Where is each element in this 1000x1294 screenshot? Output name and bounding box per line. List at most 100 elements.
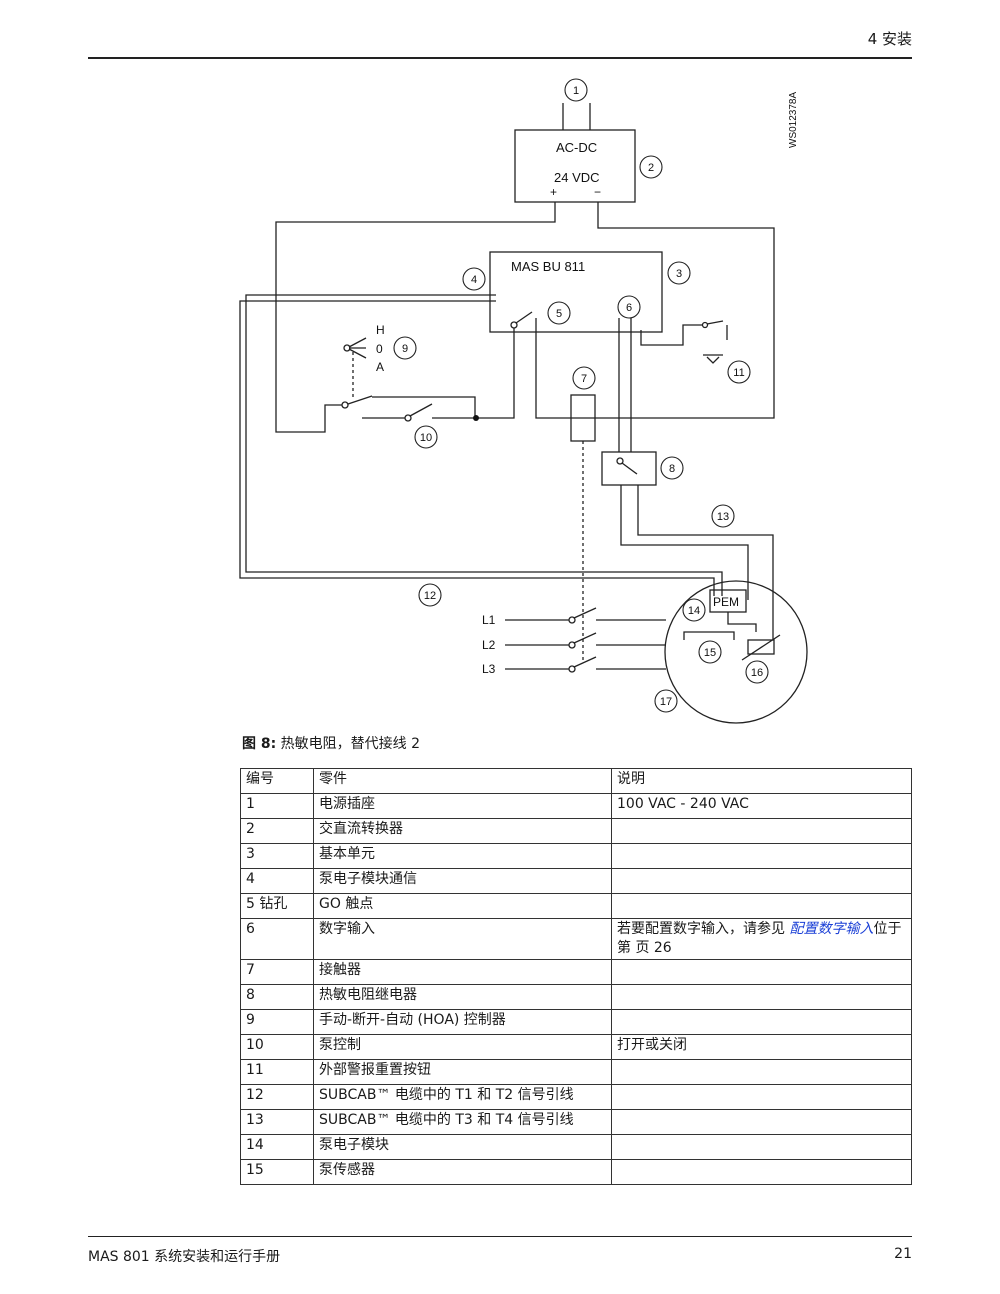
callout-12: 12 (424, 590, 436, 602)
caption-prefix: 图 8: (242, 736, 277, 752)
row-no: 3 (240, 843, 314, 869)
row-desc (611, 893, 912, 919)
row-no: 4 (240, 868, 314, 894)
section-header: 4 安装 (867, 30, 912, 48)
callout-10: 10 (420, 432, 432, 444)
row-part: 交直流转换器 (313, 818, 612, 844)
mas-label: MAS BU 811 (511, 259, 585, 274)
psu-minus: − (594, 185, 601, 199)
row-part: 数字输入 (313, 918, 612, 960)
header-part: 零件 (313, 768, 612, 794)
callout-5: 5 (556, 308, 562, 320)
page-number: 21 (894, 1246, 912, 1262)
hoa-a-label: A (376, 360, 384, 374)
thermistor-symbol (747, 639, 775, 655)
callout-14: 14 (688, 605, 700, 617)
row-part: 泵电子模块通信 (313, 868, 612, 894)
callout-11: 11 (733, 367, 744, 379)
thermistor-relay-box (601, 451, 657, 486)
hoa-h-label: H (376, 323, 385, 337)
row-desc (611, 1109, 912, 1135)
footer-rule (88, 1236, 912, 1237)
header-no: 编号 (240, 768, 314, 794)
row-no: 15 (240, 1159, 314, 1185)
row-desc (611, 984, 912, 1010)
figure-id: WS012378A (788, 92, 799, 148)
callout-16: 16 (751, 667, 763, 679)
callout-8: 8 (669, 463, 675, 475)
callout-1: 1 (573, 85, 579, 97)
caption-text: 热敏电阻，替代接线 2 (276, 736, 421, 752)
phase-l3-label: L3 (482, 662, 496, 676)
row-no: 12 (240, 1084, 314, 1110)
row-part: SUBCAB™ 电缆中的 T3 和 T4 信号引线 (313, 1109, 612, 1135)
table-header-row: 编号 零件 说明 (240, 768, 912, 794)
callout-7: 7 (581, 373, 587, 385)
row-no: 9 (240, 1009, 314, 1035)
callout-17: 17 (660, 696, 672, 708)
row-desc-page: 位于第 页 26 (617, 921, 902, 956)
row-desc-text: 若要配置数字输入，请参见 (617, 921, 790, 937)
psu-box (514, 129, 636, 203)
row-desc (611, 1009, 912, 1035)
psu-label: AC-DC (556, 140, 597, 155)
row-part: 基本单元 (313, 843, 612, 869)
callout-13: 13 (717, 511, 729, 523)
hoa-0-label: 0 (376, 342, 383, 356)
row-part: 外部警报重置按钮 (313, 1059, 612, 1085)
callout-9: 9 (402, 343, 408, 355)
row-no: 1 (240, 793, 314, 819)
callout-6: 6 (626, 302, 632, 314)
row-no: 10 (240, 1034, 314, 1060)
callout-2: 2 (648, 162, 654, 174)
row-no: 6 (240, 918, 314, 960)
row-no: 14 (240, 1134, 314, 1160)
callout-4: 4 (471, 274, 477, 286)
header-desc: 说明 (611, 768, 912, 794)
footer-title: MAS 801 系统安装和运行手册 (88, 1249, 281, 1265)
row-desc: 100 VAC - 240 VAC (611, 793, 912, 819)
row-no: 7 (240, 959, 314, 985)
pump-motor-circle (664, 580, 808, 724)
psu-voltage: 24 VDC (554, 170, 600, 185)
row-no: 2 (240, 818, 314, 844)
phase-l1-label: L1 (482, 613, 496, 627)
row-desc (611, 818, 912, 844)
row-desc (611, 959, 912, 985)
row-part: 泵传感器 (313, 1159, 612, 1185)
row-part: 泵电子模块 (313, 1134, 612, 1160)
callout-3: 3 (676, 268, 682, 280)
configure-digital-input-link[interactable]: 配置数字输入 (789, 921, 874, 937)
callout-15: 15 (704, 647, 716, 659)
row-desc (611, 1059, 912, 1085)
table-row: 6 数字输入 若要配置数字输入，请参见 配置数字输入位于第 页 26 (240, 918, 912, 960)
row-no: 11 (240, 1059, 314, 1085)
pem-label: PEM (713, 595, 739, 609)
row-part: 热敏电阻继电器 (313, 984, 612, 1010)
row-desc (611, 868, 912, 894)
row-no: 13 (240, 1109, 314, 1135)
row-no: 8 (240, 984, 314, 1010)
row-part: 电源插座 (313, 793, 612, 819)
row-part: 接触器 (313, 959, 612, 985)
row-part: 泵控制 (313, 1034, 612, 1060)
header-rule (88, 57, 912, 59)
row-desc: 若要配置数字输入，请参见 配置数字输入位于第 页 26 (611, 918, 912, 960)
phase-l2-label: L2 (482, 638, 496, 652)
row-desc: 打开或关闭 (611, 1034, 912, 1060)
mas-bu-811-box (489, 251, 663, 333)
